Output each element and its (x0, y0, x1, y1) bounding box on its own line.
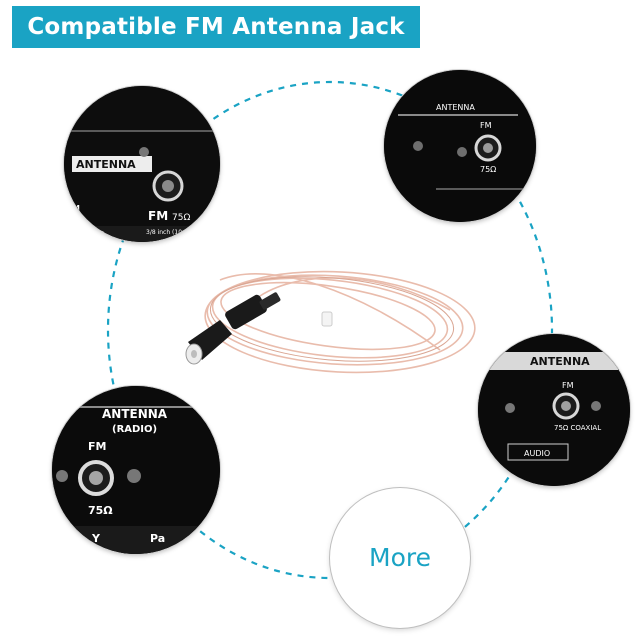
panel1-fm: FM (148, 209, 168, 223)
panel4-footer-b: Pa (150, 532, 165, 545)
antenna-panel-right: ANTENNA FM 75Ω COAXIAL AUDIO (478, 334, 630, 486)
screw-icon (56, 470, 68, 482)
screw-icon (127, 469, 141, 483)
panel1-heading: ANTENNA (76, 158, 136, 171)
panel2-heading: ANTENNA (436, 103, 475, 112)
panel3-footer: AUDIO (524, 449, 550, 458)
screw-icon (591, 401, 601, 411)
screw-icon (457, 147, 467, 157)
panel4-subheading: (RADIO) (112, 424, 157, 435)
panel3-fm: FM (562, 381, 574, 390)
panel4-footer-a: Y (91, 532, 101, 545)
antenna-panel-top-right: ANTENNA FM 75Ω (384, 70, 536, 222)
screw-icon (139, 147, 149, 157)
panel4-heading: ANTENNA (102, 407, 168, 421)
panel3-impedance: 75Ω COAXIAL (554, 424, 601, 432)
title-banner: Compatible FM Antenna Jack (12, 6, 420, 48)
screw-icon (505, 403, 515, 413)
panel1-note: 3/8 inch (10mm) (146, 229, 196, 236)
antenna-panel-bottom-left: ANTENNA (RADIO) FM 75Ω Y Pa (52, 386, 220, 554)
panel3-heading: ANTENNA (530, 355, 590, 368)
banner-title: Compatible FM Antenna Jack (27, 14, 405, 40)
coaxial-jack-icon (474, 134, 502, 162)
panel1-impedance: 75Ω (172, 213, 190, 223)
panel2-fm: FM (480, 121, 492, 130)
panel4-fm: FM (88, 440, 106, 453)
antenna-cable-image (185, 270, 476, 374)
screw-icon (413, 141, 423, 151)
panel2-impedance: 75Ω (480, 165, 496, 174)
coaxial-jack-icon (152, 170, 184, 202)
coaxial-plug-icon (185, 292, 281, 365)
coaxial-jack-icon (78, 460, 114, 496)
antenna-panel-top-left: ANTENNA FM 75Ω M OG IN 3/8 inch (10mm) (64, 86, 220, 242)
more-label: More (369, 543, 431, 572)
more-circle[interactable]: More (330, 488, 470, 628)
panel4-impedance: 75Ω (88, 504, 113, 517)
coaxial-jack-icon (552, 392, 580, 420)
